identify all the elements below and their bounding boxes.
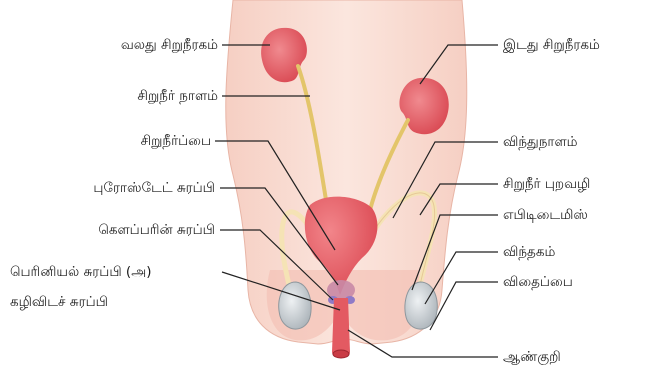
label-bladder: சிறுநீர்ப்பை [18, 133, 211, 149]
label-epididymis: எபிடிடைமிஸ் [503, 207, 588, 223]
label-scrotum: விதைப்பை [503, 274, 573, 290]
label-cowper: கௌப்பரின் சுரப்பி [10, 222, 215, 238]
label-left-kidney: இடது சிறுநீரகம் [503, 37, 600, 53]
label-penis: ஆண்குறி [503, 349, 561, 365]
label-testis: விந்தகம் [503, 244, 555, 260]
label-urethra-opening: சிறுநீர் புறவழி [503, 176, 590, 192]
right-testis [279, 282, 311, 329]
label-perineal-line2: கழிவிடச் சுரப்பி [10, 294, 108, 310]
left-testis [405, 282, 437, 329]
label-vas-deferens: விந்துநாளம் [503, 134, 578, 150]
penis [332, 298, 350, 358]
label-ureter: சிறுநீர் நாளம் [18, 88, 218, 104]
label-prostate: புரோஸ்டேட் சுரப்பி [10, 180, 215, 196]
urethra-opening [333, 350, 349, 358]
label-perineal-line1: பெரினியல் சுரப்பி (அ) [10, 264, 151, 280]
label-right-kidney: வலது சிறுநீரகம் [18, 37, 218, 53]
